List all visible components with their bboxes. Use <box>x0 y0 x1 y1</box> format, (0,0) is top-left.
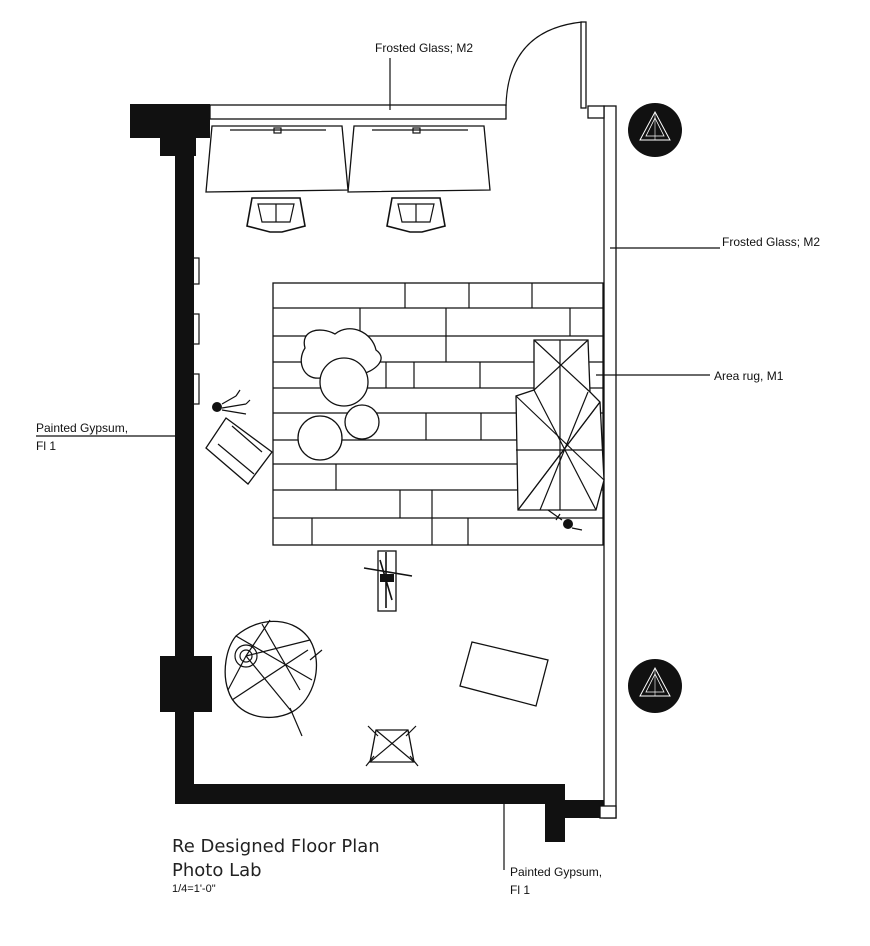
desk-1 <box>205 125 349 193</box>
person-figure <box>547 509 583 531</box>
south-wall <box>175 784 565 804</box>
leader-lines <box>36 58 720 870</box>
jamb-top-right <box>587 105 605 119</box>
side-stool <box>365 725 419 767</box>
callout-frosted-glass-top: Frosted Glass; M2 <box>375 41 473 55</box>
frosted-glass-right <box>603 105 617 819</box>
column-north <box>628 103 682 157</box>
plan-scale: 1/4=1'-0" <box>172 883 216 895</box>
softbox <box>205 417 273 485</box>
plan-subtitle: Photo Lab <box>172 860 262 881</box>
callout-painted-gypsum-left-floor: Fl 1 <box>36 439 56 453</box>
light-stand <box>212 389 251 415</box>
glazing <box>209 104 617 819</box>
walls <box>130 104 606 842</box>
plan-title: Re Designed Floor Plan <box>172 836 380 857</box>
round-stools <box>297 328 382 461</box>
jamb-bottom-right <box>599 805 617 819</box>
umbrella-light <box>224 619 323 737</box>
south-wall-stub <box>545 800 565 842</box>
door-swing-arc <box>505 21 583 107</box>
corner-block-top-left <box>130 104 210 138</box>
west-wall <box>175 134 194 804</box>
south-wall-corner <box>562 800 606 818</box>
desk-2 <box>347 125 491 193</box>
callout-painted-gypsum-bottom: Painted Gypsum, <box>510 865 602 879</box>
callout-painted-gypsum-left: Painted Gypsum, <box>36 421 128 435</box>
desk-chair-1 <box>246 197 306 233</box>
desk-chair-2 <box>386 197 446 233</box>
door-leaf <box>580 21 587 109</box>
reflector-panel <box>459 641 549 707</box>
callout-frosted-glass-right: Frosted Glass; M2 <box>722 235 820 249</box>
tripod <box>363 550 413 612</box>
column-south <box>628 659 682 713</box>
callout-painted-gypsum-bottom-floor: Fl 1 <box>510 883 530 897</box>
sofa <box>515 339 605 511</box>
wall-shelves <box>192 257 200 405</box>
callout-area-rug: Area rug, M1 <box>714 369 784 383</box>
pilaster-left <box>160 656 212 712</box>
entry-door[interactable] <box>505 21 587 109</box>
frosted-glass-top <box>209 104 507 120</box>
